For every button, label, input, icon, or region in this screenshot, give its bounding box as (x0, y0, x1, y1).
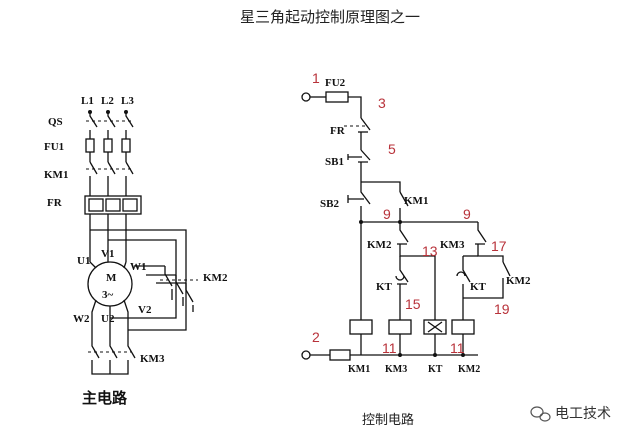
sb2-start-button (347, 182, 371, 222)
wechat-icon (530, 406, 551, 422)
fu2-label: FU2 (325, 77, 346, 89)
km3-star-contacts (88, 340, 136, 375)
kt-left-label: KT (376, 281, 393, 293)
fu2-fuse (325, 91, 349, 103)
km1-main-label: KM1 (44, 169, 68, 181)
km1-holding-contact (399, 191, 409, 222)
w2-label: W2 (73, 313, 90, 325)
motor-phase-label: 3~ (102, 289, 114, 301)
u1-label: U1 (77, 255, 90, 267)
km2-main-label: KM2 (203, 272, 228, 284)
fu1-label: FU1 (44, 141, 64, 153)
sb2-label: SB2 (320, 198, 339, 210)
u2-label: U2 (101, 313, 115, 325)
fr-main-label: FR (47, 197, 63, 209)
km2-right-label: KM2 (506, 275, 531, 287)
km3-contact-label: KM3 (440, 239, 465, 251)
line-l2-label: L2 (101, 95, 114, 107)
w1-label: W1 (130, 261, 147, 273)
coil-label-kt: KT (428, 364, 443, 375)
fr-coil-ref (329, 349, 351, 361)
v2-label: V2 (138, 304, 152, 316)
sb1-stop-button (347, 149, 371, 182)
km3-main-label: KM3 (140, 353, 165, 365)
fr-thermal-relay (84, 195, 142, 262)
km2-contact-label: KM2 (367, 239, 392, 251)
km2-nc-interlock (397, 222, 436, 320)
line-l3-label: L3 (121, 95, 134, 107)
node-5: 5 (388, 141, 396, 157)
coil-label-km3: KM3 (385, 364, 407, 375)
main-circuit-caption: 主电路 (82, 389, 128, 407)
coil-kt (423, 319, 447, 335)
control-circuit-caption: 控制电路 (362, 412, 414, 428)
line-l1-label: L1 (81, 95, 94, 107)
coil-km2 (451, 319, 475, 335)
kt-delay-contact-left (395, 256, 409, 320)
km1-main-contacts (86, 161, 134, 196)
node-2: 2 (312, 329, 320, 345)
node-13: 13 (422, 243, 438, 259)
node-17: 17 (491, 238, 507, 254)
coil-label-km1: KM1 (348, 364, 370, 375)
km2-main-contacts (160, 266, 198, 312)
diagram-title: 星三角起动控制原理图之一 (240, 8, 420, 26)
node-11a: 11 (382, 340, 397, 356)
kt-right-label: KT (470, 281, 487, 293)
motor-m-label: M (106, 272, 117, 284)
node-9a: 9 (383, 206, 391, 222)
qs-label: QS (48, 116, 63, 128)
coil-km3 (388, 319, 412, 335)
qs-switch (86, 112, 134, 140)
node-3: 3 (378, 95, 386, 111)
kt-delay-contact-right (456, 256, 471, 320)
node-11b: 11 (450, 340, 465, 356)
node-15: 15 (405, 296, 421, 312)
fu1-fuses (85, 138, 131, 162)
watermark-text: 电工技术 (555, 406, 611, 422)
control-circuit: 1 FU2 3 FR 5 SB1 SB2 KM1 (301, 70, 531, 428)
sb1-label: SB1 (325, 156, 344, 168)
node-1: 1 (312, 70, 320, 86)
km2-self-hold-contact (463, 261, 511, 299)
fr-contact-label: FR (330, 125, 346, 137)
node-9b: 9 (463, 206, 471, 222)
km1-contact-label: KM1 (404, 195, 428, 207)
coils (349, 319, 475, 355)
node-19: 19 (494, 301, 510, 317)
coil-label-km2: KM2 (458, 364, 480, 375)
watermark: 电工技术 (530, 406, 611, 422)
coil-km1 (349, 319, 373, 335)
fr-nc-contact (344, 117, 371, 150)
main-circuit: L1 L2 L3 QS FU1 KM1 FR (44, 95, 228, 407)
motor: M 3~ (87, 261, 133, 307)
km3-nc-interlock (463, 222, 504, 262)
